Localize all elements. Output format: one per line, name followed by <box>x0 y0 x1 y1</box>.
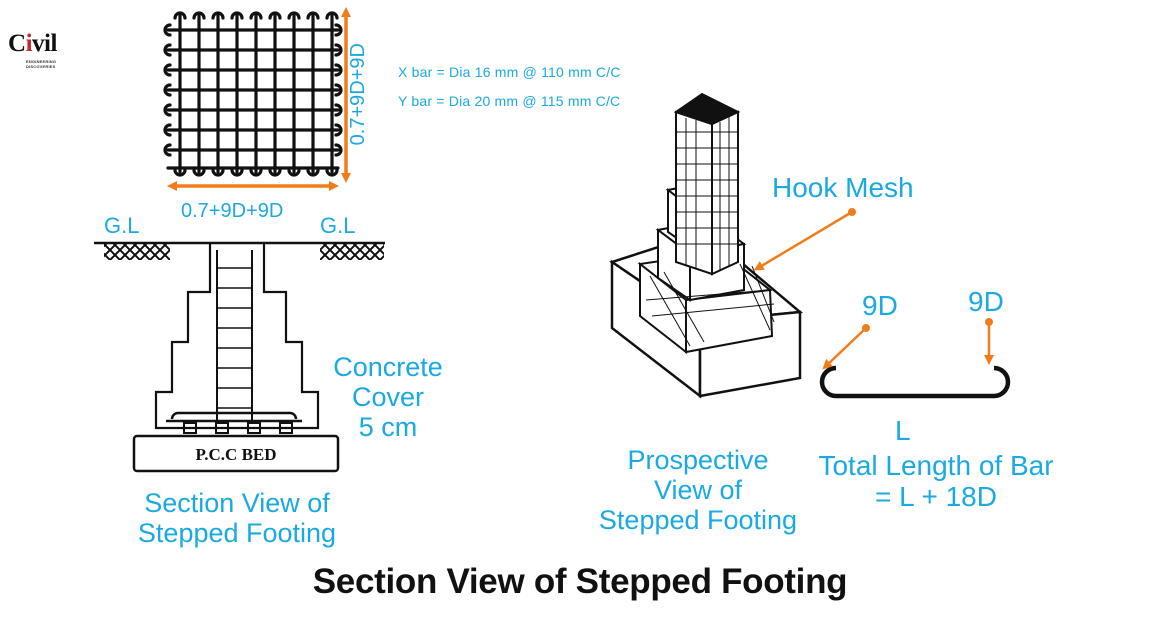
mesh-plan <box>163 11 343 177</box>
hook-right-label: 9D <box>968 286 1004 317</box>
cover-line-1: Concrete <box>333 352 443 382</box>
logo-text-prefix: C <box>8 30 26 57</box>
hook-mesh-pointer-dot <box>848 208 856 216</box>
spec-y-bar: Y bar = Dia 20 mm @ 115 mm C/C <box>398 93 621 109</box>
bar-formula: Total Length of Bar = L + 18D <box>796 450 1076 513</box>
bar-formula-line-2: = L + 18D <box>875 481 997 513</box>
bar-length-label: L <box>895 415 911 446</box>
hooked-bar-shape <box>819 365 1011 399</box>
section-caption-line-2: Stepped Footing <box>137 518 337 549</box>
dim-label-vertical: 0.7+9D+9D <box>346 43 369 146</box>
logo-subtitle: ENGINEERING DISCOVERIES <box>26 59 57 69</box>
hook-left-pointer <box>822 327 867 370</box>
cover-line-2: Cover <box>351 382 425 413</box>
ground-level-left: G.L <box>104 213 140 238</box>
hook-left-label: 9D <box>862 290 898 321</box>
hook-left-pointer-dot <box>862 324 870 332</box>
logo-text-suffix: vil <box>32 30 57 57</box>
spec-x-bar: X bar = Dia 16 mm @ 110 mm C/C <box>398 64 621 80</box>
logo-tower-icon: i <box>25 30 33 57</box>
hook-right-pointer-dot <box>985 318 993 326</box>
hook-mesh-pointer <box>753 210 853 271</box>
page-title: Section View of Stepped Footing <box>312 562 848 601</box>
hook-mesh-label: Hook Mesh <box>772 172 914 203</box>
perspective-caption-line-2: View of <box>653 475 743 506</box>
pcc-bed-label: P.C.C BED <box>195 445 277 464</box>
concrete-cover-label: Concrete Cover 5 cm <box>318 352 458 443</box>
cover-line-3: 5 cm <box>358 412 418 443</box>
brand-logo: Civil ENGINEERING DISCOVERIES <box>8 30 57 69</box>
dim-label-horizontal: 0.7+9D+9D <box>181 200 284 222</box>
section-view <box>94 241 385 473</box>
bar-formula-line-1: Total Length of Bar <box>818 450 1054 481</box>
perspective-caption: Prospective View of Stepped Footing <box>578 445 818 536</box>
section-caption-line-1: Section View of <box>144 488 330 518</box>
ground-level-right: G.L <box>320 213 356 238</box>
perspective-caption-line-3: Stepped Footing <box>598 505 798 536</box>
section-caption: Section View of Stepped Footing <box>112 488 362 548</box>
perspective-view <box>609 92 804 399</box>
perspective-caption-line-1: Prospective <box>627 445 769 475</box>
